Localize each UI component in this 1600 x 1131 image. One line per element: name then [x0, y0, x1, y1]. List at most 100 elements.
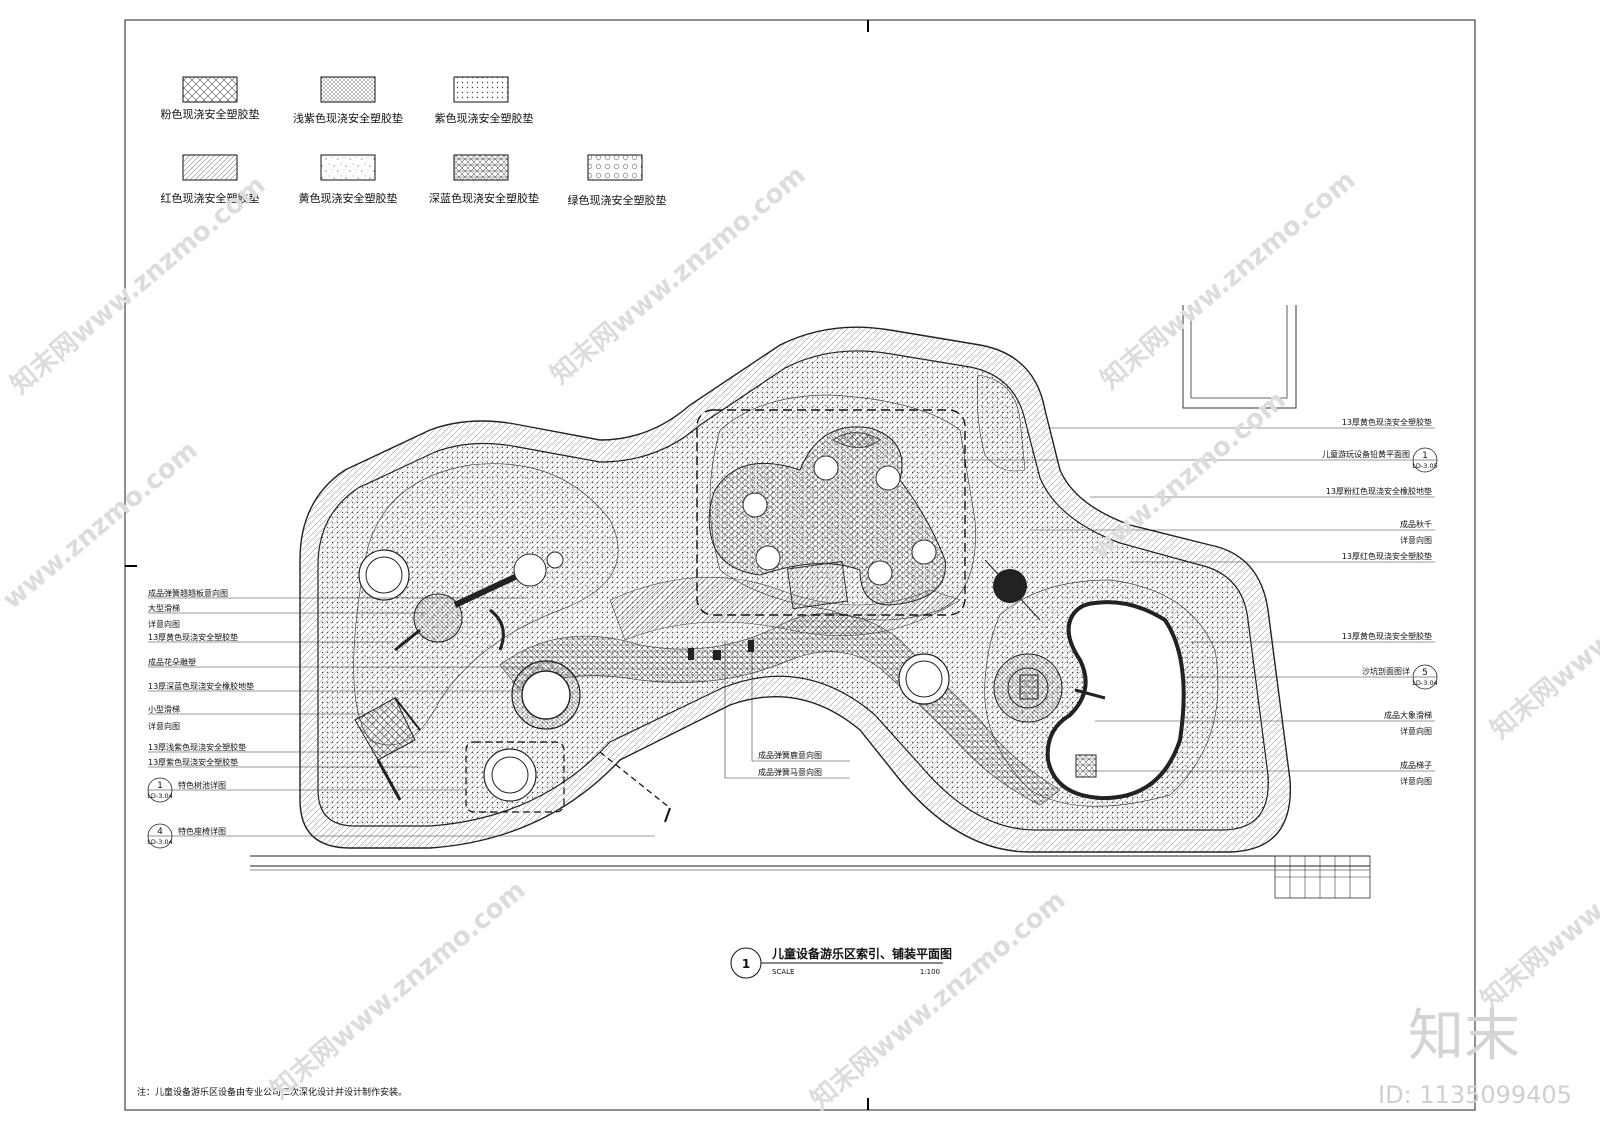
equipment-area-dashed: [696, 409, 966, 616]
callout-label: 13厚黄色现浇安全塑胶垫: [1342, 417, 1432, 427]
svg-text:知末网www.znzmo.com: 知末网www.znzmo.com: [5, 170, 271, 400]
detail-ref: 4 LD-3.04 特色座椅详图: [147, 823, 655, 849]
tree-pit: [465, 741, 565, 813]
stepping-pad: [911, 539, 937, 565]
legend-swatch: [320, 154, 376, 181]
stepping-pad: [742, 492, 768, 518]
drawing-title-block: 1 儿童设备游乐区索引、铺装平面图 SCALE 1:100: [730, 946, 952, 979]
stepping-pad: [813, 455, 839, 481]
callout-label: 成品花朵雕塑: [148, 657, 196, 667]
callout-label: 13厚深蓝色现浇安全橡胶地垫: [148, 681, 254, 691]
callout-label: 详意向图: [148, 721, 180, 731]
leaf-sculpture: [832, 432, 881, 448]
callout-label: 详意向图: [1400, 776, 1432, 786]
image-id: ID: 1135099405: [1378, 1081, 1572, 1109]
legend-item: 浅紫色现浇安全塑胶垫: [293, 76, 403, 125]
ladder: [1075, 754, 1097, 778]
callout-label: 沙坑剖面图详: [1362, 666, 1410, 676]
callout-label: 成品秋千: [1400, 519, 1432, 529]
legend-item: 黄色现浇安全塑胶垫: [299, 154, 398, 205]
callout-label: 儿童游玩设备铅黄平面图: [1322, 449, 1410, 459]
svg-text:知末网www.znzmo.com: 知末网www.znzmo.com: [1485, 515, 1600, 745]
tree-pit: [358, 549, 410, 601]
legend-swatch: [182, 154, 238, 181]
callout-label: 13厚黄色现浇安全塑胶垫: [1342, 631, 1432, 641]
callout-label: 13厚黄色现浇安全塑胶垫: [148, 632, 238, 642]
center-callouts: 成品弹簧鹿意向图 成品弹簧马意向图: [724, 640, 850, 779]
ref-number: 1: [1422, 451, 1428, 461]
callout-label: 成品弹簧马意向图: [758, 767, 822, 777]
design-note: 注：儿童设备游乐区设备由专业公司二次深化设计并设计制作安装。: [137, 1086, 407, 1098]
callout-label: 详意向图: [1400, 535, 1432, 545]
legend-label: 紫色现浇安全塑胶垫: [435, 111, 534, 125]
ref-label: 特色座椅详图: [178, 826, 226, 836]
legend-label: 粉色现浇安全塑胶垫: [161, 107, 260, 121]
ref-number: 5: [1422, 668, 1428, 678]
small-slide: [354, 697, 421, 801]
callout-label: 13厚红色现浇安全塑胶垫: [1342, 551, 1432, 561]
legend-item: 绿色现浇安全塑胶垫: [568, 154, 667, 207]
stepping-pad: [867, 560, 893, 586]
playground-plan: [299, 326, 1292, 853]
steps-ramp: [786, 560, 849, 610]
right-callouts: 13厚黄色现浇安全塑胶垫 儿童游玩设备铅黄平面图 13厚粉红色现浇安全橡胶地垫 …: [960, 417, 1435, 786]
sandpit: [1045, 600, 1186, 801]
title-number: 1: [742, 957, 750, 971]
scale-value: 1:100: [920, 968, 940, 976]
section-mark: [599, 751, 671, 809]
callout-label: 成品梯子: [1400, 760, 1432, 770]
ref-code: LD-3.04: [147, 792, 172, 800]
legend-label: 黄色现浇安全塑胶垫: [299, 191, 398, 205]
detail-ref: 1 LD-3.04 特色树池详图: [147, 777, 465, 803]
legend-item: 红色现浇安全塑胶垫: [161, 154, 260, 205]
zone-red-band: [609, 576, 961, 641]
logo: 知末: [1408, 1004, 1520, 1069]
large-slide: [394, 551, 564, 652]
svg-text:知末网www.znzmo.com: 知末网www.znzmo.com: [1095, 165, 1361, 395]
building-outline-inner: [1190, 305, 1288, 399]
legend-label: 深蓝色现浇安全塑胶垫: [429, 191, 539, 205]
callout-label: 13厚紫色现浇安全塑胶垫: [148, 757, 238, 767]
swing: [984, 559, 1041, 621]
zone-green: [977, 374, 1026, 472]
svg-text:www.znzmo.com: www.znzmo.com: [1085, 385, 1291, 565]
section-mark-arrow: [664, 807, 671, 823]
legend-label: 绿色现浇安全塑胶垫: [568, 193, 667, 207]
detail-ref: 1 LD-3.05: [1412, 447, 1438, 473]
svg-text:知末网www.znzmo.com: 知末网www.znzmo.com: [805, 885, 1071, 1115]
detail-ref: 5 LD-3.04: [1412, 664, 1438, 690]
callout-label: 详意向图: [1400, 726, 1432, 736]
legend-label: 浅紫色现浇安全塑胶垫: [293, 111, 403, 125]
callout-label: 成品大象滑梯: [1384, 710, 1432, 720]
building-outline: [1182, 305, 1297, 409]
left-callouts: 成品弹簧翘翘板意向图 大型滑梯 详意向图 13厚黄色现浇安全塑胶垫 成品花朵雕塑…: [148, 588, 540, 768]
tree-pit: [511, 660, 581, 730]
ref-number: 1: [157, 781, 163, 791]
legend-item: 深蓝色现浇安全塑胶垫: [429, 154, 539, 205]
legend-swatch: [587, 154, 643, 181]
legend: 粉色现浇安全塑胶垫 浅紫色现浇安全塑胶垫 紫色现浇安全塑胶垫 红色现浇安全塑胶垫…: [161, 76, 667, 207]
svg-text:知末网www.znzmo.com: 知末网www.znzmo.com: [1475, 785, 1600, 1015]
ref-code: LD-3.05: [1412, 462, 1437, 470]
page-title: 儿童设备游乐区索引、铺装平面图: [771, 946, 952, 961]
callout-label: 详意向图: [148, 619, 180, 629]
callout-label: 成品弹簧翘翘板意向图: [148, 588, 228, 598]
callout-label: 13厚粉红色现浇安全橡胶地垫: [1326, 486, 1432, 496]
spring-horse: [713, 650, 721, 660]
ref-number: 4: [157, 827, 163, 837]
legend-label: 红色现浇安全塑胶垫: [161, 191, 260, 205]
spring-animal: [748, 640, 754, 652]
callout-label: 成品弹簧鹿意向图: [758, 750, 822, 760]
ref-code: LD-3.04: [1412, 679, 1437, 687]
callout-label: 小型滑梯: [148, 704, 180, 714]
ref-label: 特色树池详图: [178, 780, 226, 790]
callout-label: 大型滑梯: [148, 603, 180, 613]
scale-label: SCALE: [772, 968, 794, 976]
elephant-slide: [993, 653, 1106, 723]
tree-pit: [898, 653, 950, 705]
ref-code: LD-3.04: [147, 838, 172, 846]
legend-swatch: [453, 76, 509, 103]
svg-text:知末网www.znzmo.com: 知末网www.znzmo.com: [265, 875, 531, 1105]
callout-label: 13厚浅紫色现浇安全塑胶垫: [148, 742, 246, 752]
